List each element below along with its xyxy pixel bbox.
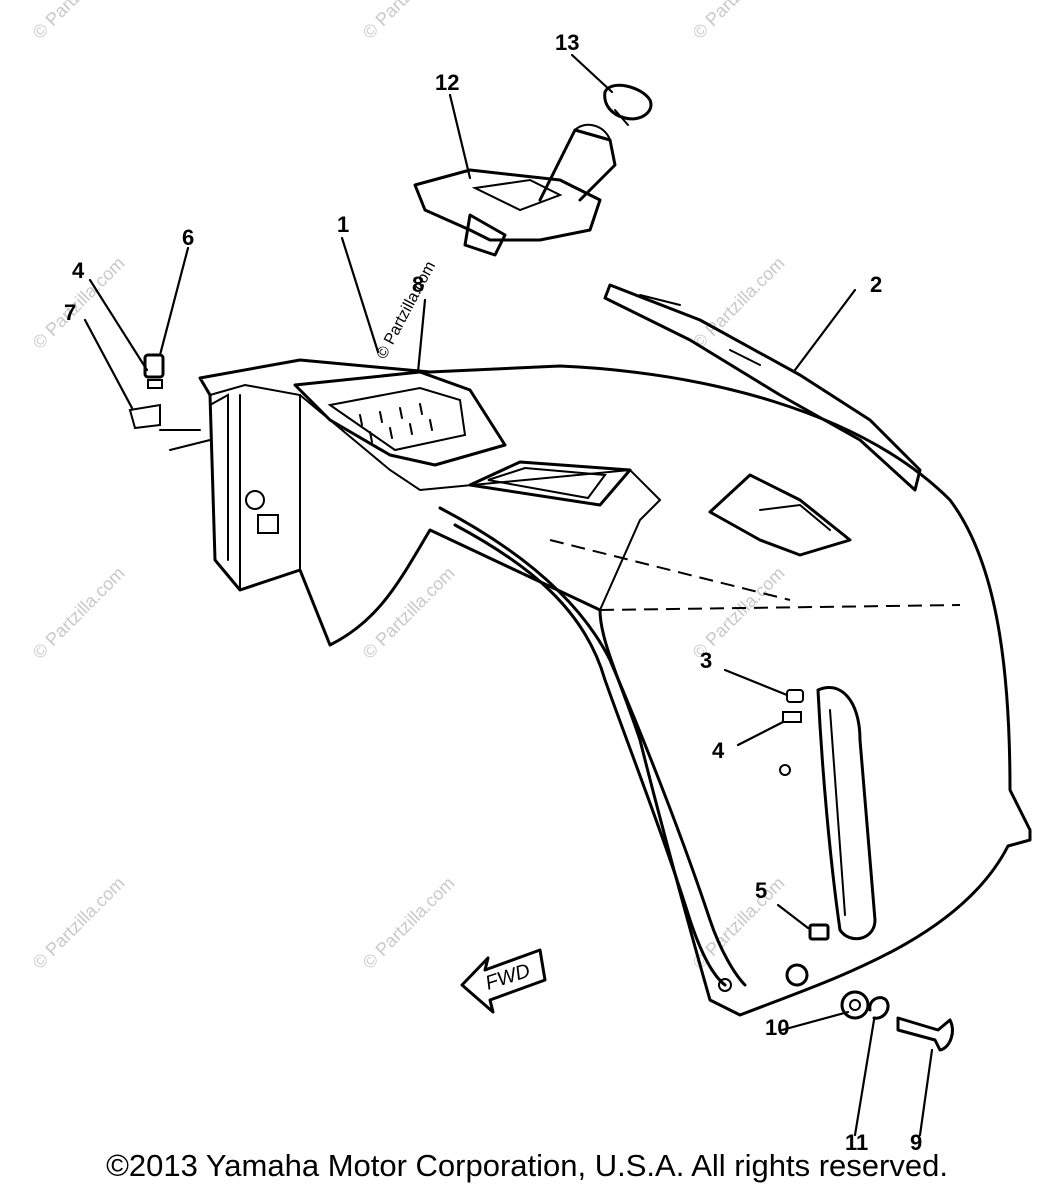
mount-lug: [718, 963, 809, 992]
storage-opening: [468, 460, 632, 507]
callout-11: 11: [845, 1130, 868, 1155]
svg-text:© Partzilla.com: © Partzilla.com: [359, 0, 459, 43]
svg-text:© Partzilla.com: © Partzilla.com: [359, 873, 459, 973]
callout-2: 2: [870, 272, 882, 297]
svg-text:© Partzilla.com: © Partzilla.com: [689, 0, 789, 43]
mounting-line: [599, 604, 961, 611]
leader-lines: [83, 53, 934, 1137]
left-fasteners: [128, 353, 279, 534]
mounting-line-b: [549, 539, 791, 601]
callout-8: 8: [412, 272, 424, 297]
callout-12: 12: [435, 70, 459, 95]
copyright-notice: ©2013 Yamaha Motor Corporation, U.S.A. A…: [106, 1148, 948, 1183]
callout-4-right: 4: [712, 738, 725, 763]
callout-5: 5: [755, 878, 767, 903]
svg-text:© Partzilla.com: © Partzilla.com: [29, 563, 129, 663]
callout-6: 6: [182, 225, 194, 250]
callout-7: 7: [64, 300, 76, 325]
svg-text:© Partzilla.com: © Partzilla.com: [689, 253, 789, 353]
callout-10: 10: [765, 1015, 789, 1040]
svg-text:© Partzilla.com: © Partzilla.com: [29, 873, 129, 973]
rear-wedge: [603, 283, 922, 492]
main-cover: [198, 358, 1032, 1017]
center-watermark: © Partzilla.com: [374, 259, 440, 362]
callout-13: 13: [555, 30, 579, 55]
forward-arrow: FWD: [460, 948, 547, 1014]
upper-vent: [708, 473, 852, 557]
seat-pad: [293, 370, 507, 467]
forward-label: FWD: [483, 960, 533, 995]
callout-9: 9: [910, 1130, 922, 1155]
callout-4-left: 4: [72, 258, 85, 283]
side-vent: [816, 686, 877, 941]
callout-1: 1: [337, 212, 349, 237]
callout-3: 3: [700, 648, 712, 673]
trim-rail: [438, 506, 747, 987]
callout-labels: 1 2 3 4 4 5 6 7 8 9 10 11 12 13: [64, 30, 922, 1155]
hatch-assembly: [413, 123, 617, 257]
right-fasteners: [779, 689, 830, 941]
svg-text:© Partzilla.com: © Partzilla.com: [29, 0, 129, 43]
watermark-layer: © Partzilla.com © Partzilla.com © Partzi…: [29, 0, 789, 973]
filler-cap: [603, 83, 653, 126]
fastener-set: [840, 990, 954, 1052]
